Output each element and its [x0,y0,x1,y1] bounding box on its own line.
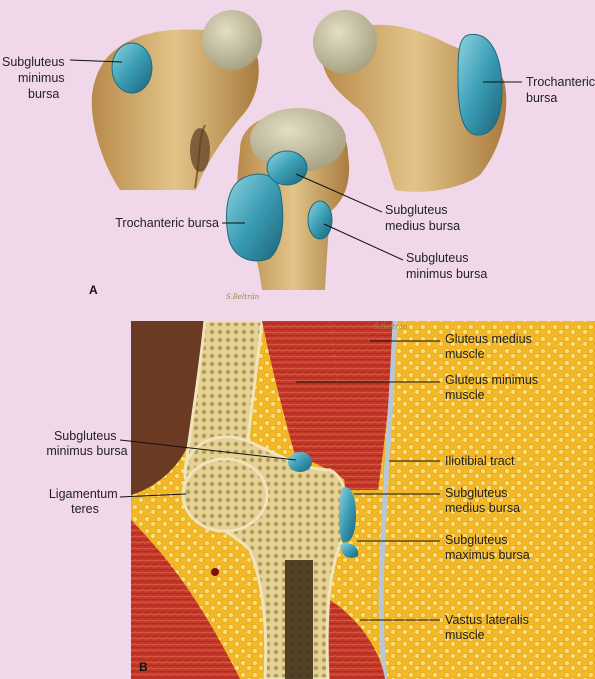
leader-subgluteus-medius [295,173,383,213]
label-subgluteus-minimus-center: Subgluteus minimus bursa [406,251,487,281]
leader-subgluteus-minimus-left [69,59,123,63]
subgluteus-maximus-bursa-b [340,543,359,558]
iliotibial-tract [378,321,398,679]
pelvis-dark-region [131,321,205,495]
subgluteus-medius-bursa-b [339,487,356,543]
label-trochanteric-right: Trochanteric bursa [526,75,595,105]
label-b-subgluteus-maximus: Subgluteus maximus bursa [445,533,530,562]
medullary-canal [285,560,313,679]
label-b-subgluteus-minimus: Subgluteus minimus bursa [46,429,127,458]
gluteus-minimus-muscle [262,321,345,480]
panel-b-letter: B [139,660,148,674]
label-b-gluteus-medius: Gluteus medius muscle [445,332,535,361]
subgluteus-minimus-bursa-left [111,42,153,94]
panel-b [131,321,595,679]
gluteus-medius-muscle [330,321,395,490]
trochanteric-bursa-center [226,173,284,262]
subgluteus-minimus-bursa-b [288,452,312,472]
panel-a: Subgluteus minimus bursa Trochanteric bu… [2,10,595,301]
vessel [211,568,219,576]
panel-b-signature: S.Beltrán [374,323,408,331]
label-b-gluteus-minimus: Gluteus minimus muscle [445,373,542,402]
leader-b-subgluteus-minimus [119,439,297,461]
label-b-iliotibial-tract: Iliotibial tract [445,454,515,468]
label-b-subgluteus-medius: Subgluteus medius bursa [445,486,520,515]
trochanteric-bursa-right [457,33,503,136]
panel-b-leaders [119,340,440,621]
label-trochanteric-center: Trochanteric bursa [115,216,219,230]
panel-a-letter: A [89,283,98,297]
leader-b-ligamentum-teres [119,493,187,498]
panel-a-signature: S.Beltrán [226,293,260,301]
femoral-head-section [181,457,269,533]
subgluteus-medius-bursa-center [266,150,308,186]
label-b-vastus-lateralis: Vastus lateralis muscle [445,613,532,642]
subgluteus-minimus-bursa-center [307,200,333,240]
label-subgluteus-minimus-left: Subgluteus minimus bursa [2,55,68,101]
leader-subgluteus-minimus-center [323,223,404,261]
adductor-muscles [131,520,240,679]
femur-left-illustration [91,10,262,190]
label-subgluteus-medius-a: Subgluteus medius bursa [385,203,460,233]
label-b-ligamentum-teres: Ligamentum teres [49,487,121,516]
